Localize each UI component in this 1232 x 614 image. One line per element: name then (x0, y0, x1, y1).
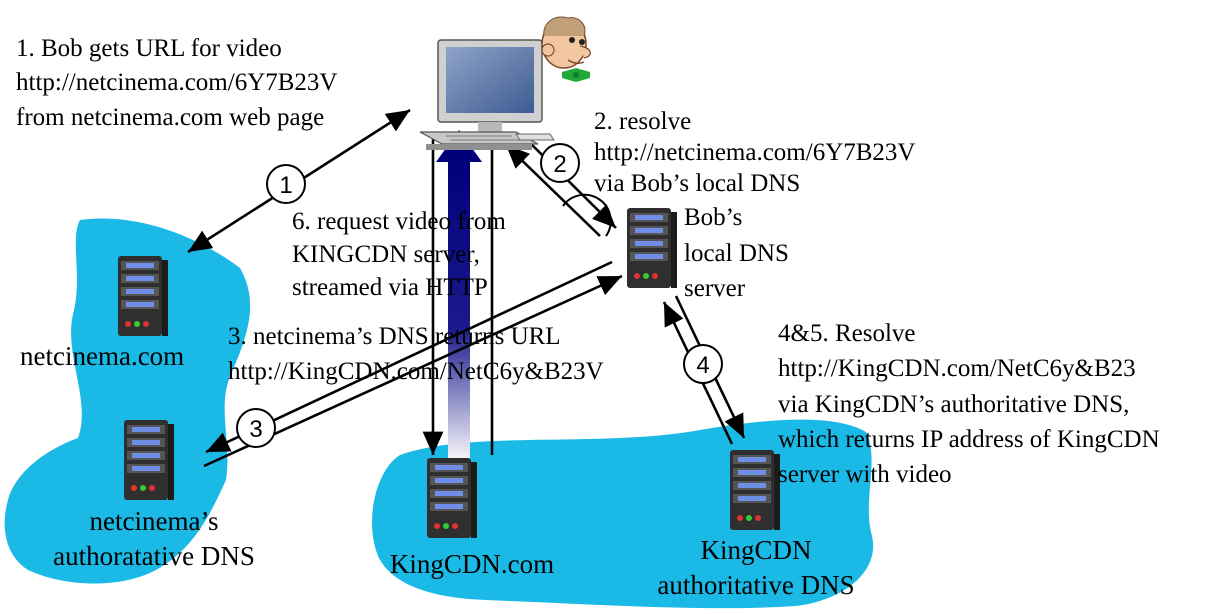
label-kingcdn-auth-line2: authoritative DNS (657, 570, 854, 600)
annotation-step45-line2: http://KingCDN.com/NetC6y&B23 (778, 355, 1136, 382)
server-icon (118, 256, 168, 336)
label-local-dns-line1: Bob’s (684, 204, 742, 231)
laptop-icon (419, 39, 555, 150)
annotation-step3-line2: http://KingCDN.com/NetC6y&B23V (228, 358, 604, 385)
annotation-step45-line1: 4&5. Resolve (778, 320, 916, 347)
label-netcinema: netcinema.com (20, 341, 184, 371)
netcinema-cloud (4, 218, 251, 584)
arrow-step2-request (521, 134, 617, 229)
label-netcinema-auth: netcinema’s authoratative DNS (53, 506, 255, 571)
label-netcinema-auth-line1: netcinema’s (90, 506, 219, 536)
annotation-step1: 1. Bob gets URL for video http://netcine… (16, 35, 337, 131)
arrow-step2-reply (505, 144, 601, 237)
server-icon (427, 458, 477, 538)
svg-text:4: 4 (696, 352, 709, 379)
annotation-step2-line1: 2. resolve (594, 108, 691, 135)
label-local-dns-line2: local DNS (684, 240, 789, 267)
user-face-icon (541, 16, 591, 82)
svg-text:3: 3 (249, 416, 262, 443)
label-local-dns: Bob’s local DNS server (684, 204, 789, 302)
annotation-step45-line3: via KingCDN’s authoritative DNS, (778, 391, 1129, 418)
annotation-step6-line3: streamed via HTTP (292, 274, 488, 301)
label-kingcdn-auth: KingCDN authoritative DNS (657, 535, 854, 600)
annotation-step45-line5: server with video (778, 461, 952, 488)
annotation-step2-line2: http://netcinema.com/6Y7B23V (594, 139, 915, 166)
annotation-step45-line4: which returns IP address of KingCDN (778, 426, 1160, 453)
step-badge-3: 3 (236, 408, 276, 448)
step-badge-4: 4 (683, 344, 723, 384)
annotation-step1-line3: from netcinema.com web page (16, 104, 324, 131)
label-local-dns-line3: server (684, 275, 746, 302)
server-icon (730, 450, 780, 530)
annotation-step1-line2: http://netcinema.com/6Y7B23V (16, 69, 337, 96)
label-netcinema-auth-line2: authoratative DNS (53, 541, 255, 571)
annotation-step2: 2. resolve http://netcinema.com/6Y7B23V … (594, 108, 915, 197)
annotation-step1-line1: 1. Bob gets URL for video (16, 35, 282, 62)
arc-decoration (562, 193, 612, 237)
server-icon (627, 208, 677, 288)
svg-text:1: 1 (279, 172, 292, 199)
svg-text:2: 2 (553, 151, 566, 178)
annotation-step6-line1: 6. request video from (292, 208, 506, 235)
step-badge-2: 2 (540, 143, 580, 183)
annotation-step6: 6. request video from KINGCDN server, st… (292, 208, 506, 301)
step-badge-1: 1 (266, 164, 306, 204)
label-kingcdn: KingCDN.com (390, 549, 554, 579)
label-kingcdn-auth-line1: KingCDN (700, 535, 811, 565)
annotation-step45: 4&5. Resolve http://KingCDN.com/NetC6y&B… (778, 320, 1160, 488)
annotation-step2-line3: via Bob’s local DNS (594, 170, 800, 197)
annotation-step3: 3. netcinema’s DNS returns URL http://Ki… (228, 323, 604, 385)
annotation-step3-line1: 3. netcinema’s DNS returns URL (228, 323, 561, 350)
server-icon (124, 420, 174, 500)
annotation-step6-line2: KINGCDN server, (292, 241, 480, 268)
